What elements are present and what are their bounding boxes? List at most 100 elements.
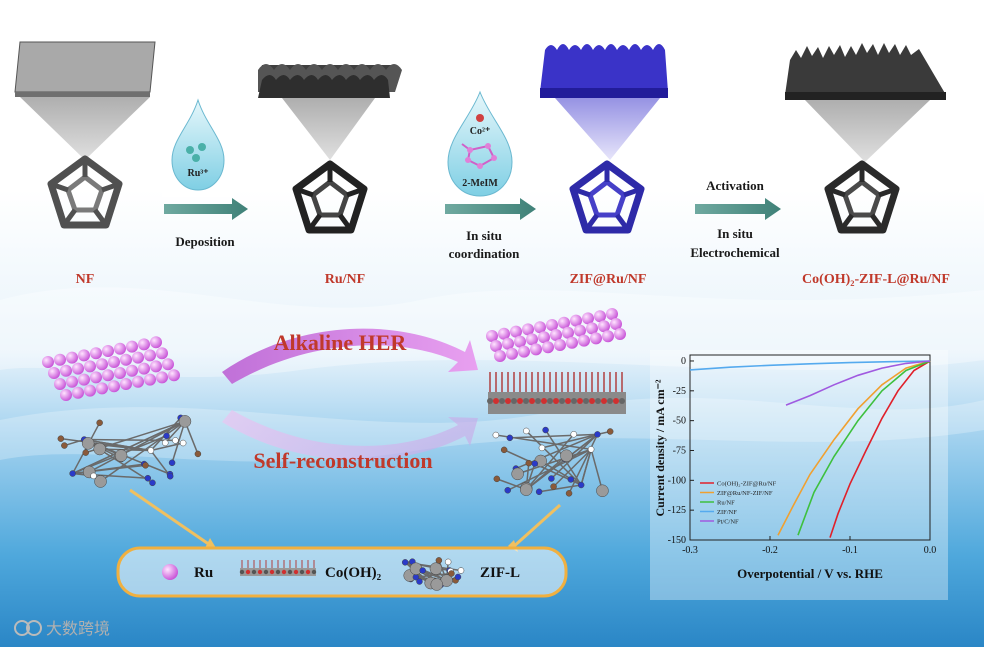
x-tick-label: -0.2 (762, 545, 778, 556)
zif-atom (429, 562, 443, 575)
co-o-atom (547, 398, 553, 404)
ru-atom (66, 375, 78, 388)
zif-atom (457, 567, 465, 574)
y-tick-label: -50 (673, 416, 686, 427)
ru-atom (42, 356, 54, 368)
process-arrow-bottom: Self-reconstruction (222, 410, 478, 473)
ru-atom (578, 334, 590, 347)
legend-cooh: Co(OH)₂ (325, 565, 382, 581)
ru-atom (144, 373, 156, 386)
cooh-layer-right (487, 372, 626, 414)
zif-atom (179, 439, 187, 447)
ru-atom (144, 349, 156, 362)
ru-atom (54, 353, 66, 366)
ru-atom (602, 330, 614, 343)
zif-atom (435, 557, 443, 564)
ru-atom (486, 330, 498, 342)
stage-label: ZIF@Ru/NF (570, 272, 647, 287)
zif-atom (69, 470, 76, 477)
ru-atom (132, 375, 144, 388)
co-o-atom (619, 398, 625, 404)
ru-atom (510, 325, 522, 338)
ru-atom (66, 351, 78, 364)
co-o-atom (553, 398, 559, 404)
ru-atom (546, 319, 558, 331)
watermark-text: 大数跨境 (46, 619, 110, 638)
zif-atom (81, 437, 95, 450)
x-axis-label: Overpotential / V vs. RHE (737, 566, 883, 581)
ru-atom (96, 358, 108, 371)
co-o-atom (529, 398, 535, 404)
zif-atom (550, 483, 557, 490)
co-o-atom (281, 569, 287, 575)
co-o-atom (239, 569, 245, 575)
ru-atom (538, 331, 550, 344)
legend-label: Ru/NF (717, 500, 735, 507)
x-tick-label: -0.1 (842, 545, 858, 556)
co-o-atom (299, 569, 305, 575)
zif-atom (419, 567, 426, 574)
stage-zif-ru-nf: ZIF@Ru/NF (540, 44, 668, 287)
zif-atom (519, 483, 533, 496)
zif-bond (550, 433, 598, 480)
zif-atom (577, 481, 585, 489)
zif-atom (96, 419, 103, 427)
ru-atom (78, 373, 90, 386)
co-o-atom (257, 569, 263, 575)
cooh-layer-icon (239, 560, 317, 576)
y-tick-label: -125 (668, 505, 686, 516)
ru-atom (162, 358, 174, 371)
series-line (797, 360, 931, 536)
ru-atom (108, 380, 120, 393)
ru-atom (84, 384, 96, 397)
ru-layer-left (42, 336, 180, 401)
legend-label: ZIF@Ru/NF-ZIF/NF (717, 490, 773, 497)
ion-label: Co²⁺ (470, 126, 491, 137)
co-o-atom (601, 398, 607, 404)
series-line (785, 360, 931, 406)
foam-cell-icon (292, 160, 368, 234)
stage-ru-nf: Ru/NF (258, 64, 402, 287)
ru-atom (498, 327, 510, 340)
watermark: 大数跨境 (14, 619, 110, 638)
step-arrow-1: Deposition (164, 198, 248, 249)
zif-atom (149, 479, 156, 487)
ru-atom (60, 389, 72, 401)
zif-atom (144, 474, 152, 482)
y-tick-label: -75 (673, 445, 686, 456)
zif-atom (93, 442, 106, 456)
step-label: coordination (449, 246, 521, 261)
zif-atom (90, 472, 97, 480)
zif-atom (61, 442, 68, 449)
co-o-atom (245, 569, 251, 575)
co-o-atom (305, 569, 311, 575)
ru-layer-right (486, 308, 626, 362)
zif-atom (587, 446, 595, 453)
ru-atom (48, 367, 60, 379)
ru-atom (610, 318, 622, 330)
ru-atom (586, 322, 598, 335)
ion-label: Ru³⁺ (187, 168, 208, 179)
legend-zif: ZIF-L (480, 565, 520, 581)
zif-bond (100, 420, 186, 483)
zif-atom (500, 446, 508, 454)
zif-atom (57, 435, 65, 442)
zif-bond (150, 442, 184, 452)
zif-atom (444, 558, 452, 566)
ru-atom (558, 316, 570, 329)
ru-atom (506, 347, 518, 360)
co-o-atom (559, 398, 565, 404)
foam-cell-icon (824, 160, 900, 234)
zif-atom (511, 467, 524, 481)
zif-atom (525, 459, 533, 467)
ru-atom (138, 338, 150, 351)
step-arrow-3: Activation In situ Electrochemical (690, 178, 781, 260)
zif-bond (507, 448, 592, 491)
zif-atom (166, 472, 174, 480)
ru-atom (150, 336, 162, 349)
co-o-atom (311, 569, 317, 575)
zif-bond (538, 484, 582, 493)
co-o-atom (269, 569, 275, 575)
